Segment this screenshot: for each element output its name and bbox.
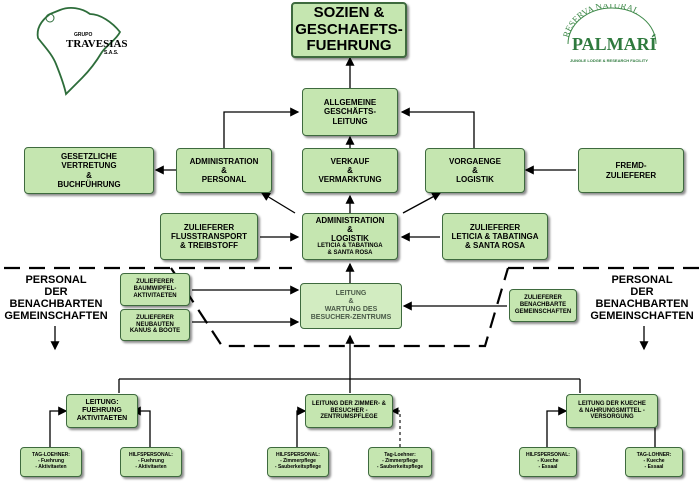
box-allgemeine-geschaeftsleitung: ALLGEMEINE GESCHÄFTS- LEITUNG	[302, 88, 398, 136]
logo-right-tagline: JUNGLE LODGE & RESEARCH FACILITY	[570, 58, 649, 63]
box-zulieferer-flusstransport: ZULIEFERER FLUSSTRANSPORT & TREIBSTOFF	[160, 213, 258, 260]
box-verkauf-vermarktung: VERKAUF & VERMARKTUNG	[302, 148, 398, 193]
box-leitung-fuehrung: LEITUNG: FUEHRUNG AKTIVITAETEN	[66, 394, 138, 428]
box-gesetzliche-vertretung: GESETZLICHE VERTRETUNG & BUCHFÜHRUNG	[24, 147, 154, 194]
box-administration-logistik: ADMINISTRATION & LOGISTIK LETICIA & TABA…	[302, 213, 398, 260]
box-tagloehner-zimmer: Tag-Loehner: - Zimmerpflege - Sauberkeit…	[368, 447, 432, 477]
south-america-map-icon	[36, 7, 122, 96]
palmari-arc-icon: RESERVA NATURAL	[561, 0, 657, 45]
palmari-logo: RESERVA NATURAL PALMARÍ JUNGLE LODGE & R…	[558, 0, 666, 68]
box-zulieferer-leticia: ZULIEFERER LETICIA & TABATINGA & SANTA R…	[442, 213, 548, 260]
box-vorgaenge-logistik: VORGAENGE & LOGISTIK	[425, 148, 525, 193]
logo-left-name: TRAVESIAS	[66, 38, 128, 50]
box-leitung-kueche: LEITUNG DER KUECHE & NAHRUNGSMITTEL - VE…	[566, 394, 658, 428]
grupo-travesias-logo: GRUPO TRAVESIAS S.A.S.	[30, 4, 130, 96]
box-tagloehner-fuehrung: TAG-LOEHNER: - Fuehrung - Aktivitaeten	[20, 447, 82, 477]
box-zulieferer-baumwipfel: ZULIEFERER BAUMWIPFEL- AKTIVITAETEN	[120, 273, 190, 306]
box-administration-logistik-sub: LETICIA & TABATINGA & SANTA ROSA	[317, 243, 383, 257]
box-leitung-zimmer: LEITUNG DER ZIMMER- & BESUCHER - ZENTRUM…	[305, 394, 393, 428]
box-fremd-zulieferer: FREMD- ZULIEFERER	[578, 148, 684, 193]
logo-left-top: GRUPO	[74, 32, 93, 38]
logo-left-suffix: S.A.S.	[104, 50, 119, 56]
box-administration-personal: ADMINISTRATION & PERSONAL	[176, 148, 272, 193]
box-hilfspersonal-zimmer: HILFSPERSONAL: - Zimmerpflege - Sauberke…	[267, 447, 329, 477]
box-tagloehner-kueche: TAG-LOHNER: - Kueche - Essaal	[625, 447, 683, 477]
header-personal-right: PERSONAL DER BENACHBARTEN GEMEINSCHAFTEN	[590, 274, 694, 323]
box-sozien-geschaeftsfuehrung: SOZIEN & GESCHAEFTS- FUEHRUNG	[291, 2, 407, 58]
box-hilfspersonal-fuehrung: HILFSPERSONAL: - Fuehrung - Aktivitaeten	[120, 447, 182, 477]
logo-right-name: PALMARÍ	[572, 34, 657, 54]
header-personal-left: PERSONAL DER BENACHBARTEN GEMEINSCHAFTEN	[4, 274, 108, 323]
box-leitung-wartung: LEITUNG & WARTUNG DES BESUCHER-ZENTRUMS	[300, 283, 402, 329]
box-zulieferer-benachbarte: ZULIEFERER BENACHBARTE GEMEINSCHAFTEN	[509, 289, 577, 322]
box-zulieferer-neubauten: ZULIEFERER NEUBAUTEN KANUS & BOOTE	[120, 309, 190, 341]
box-hilfspersonal-kueche: HILFSPERSONAL: - Kueche - Essaal	[519, 447, 577, 477]
